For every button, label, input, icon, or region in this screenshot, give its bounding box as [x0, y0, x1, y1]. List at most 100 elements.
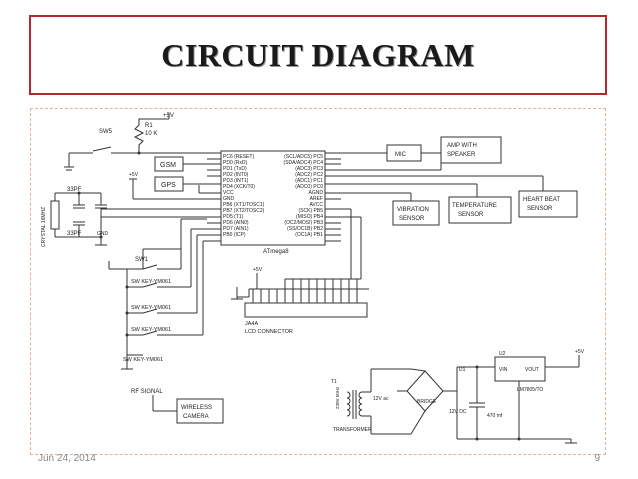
diode-label: D1 [459, 367, 466, 373]
cap-label: 470 mf [487, 413, 503, 419]
sw5-label: SW5 [99, 129, 113, 135]
regulator-vin: VIN [499, 367, 508, 373]
mcu-pin-right: (ADC1) PC1 [295, 178, 323, 184]
amp-box [440, 136, 502, 164]
rf-label: RF SIGNAL [131, 389, 163, 395]
output-vcc: +5V [575, 349, 585, 355]
transformer-secondary [358, 391, 363, 417]
mcu-pin-left: PB0 (ICP) [223, 232, 246, 238]
switch-key-label: SW KEY-YM061 [131, 279, 171, 285]
mcu-pin-left: PD7 (AIN1) [223, 226, 249, 232]
vibration-label-1: VIBRATION [397, 207, 429, 213]
junction [125, 333, 129, 337]
r1-value: 10 K [145, 131, 157, 137]
switch [142, 282, 158, 288]
crystal-label: CRYSTAL 16MHZ [41, 207, 47, 247]
mcu-pin-right: (SS/OC1B) PB2 [287, 226, 323, 232]
wire [410, 368, 426, 372]
secondary-label: 12V ac [373, 396, 389, 402]
title-box: CIRCUIT DIAGRAM [29, 15, 607, 95]
mcu-pin-left: PD2 (INT0) [223, 172, 249, 178]
amp-label-1: AMP WITH [447, 143, 477, 149]
circuit-schematic: SW5 R1 10 K +5V CRYSTAL 16MHZ 33PF 33PF … [30, 108, 606, 455]
junction [517, 437, 521, 441]
junction [125, 311, 129, 315]
regulator-vout: VOUT [525, 367, 539, 373]
r1-label: R1 [145, 123, 153, 129]
transformer-primary [346, 391, 351, 417]
mcu-pin-right: (SCL/ADC5) PC5 [284, 154, 323, 160]
wire [410, 410, 426, 435]
dc-label: 12V DC [449, 409, 467, 415]
temperature-label-2: SENSOR [458, 212, 484, 218]
mcu-pin-left: PB7 (XT2/TOSC2) [223, 208, 265, 214]
mcu-pin-right: (SCK) PB5 [299, 208, 324, 214]
heart-label-2: SENSOR [527, 206, 553, 212]
crystal-body [50, 200, 60, 230]
lcd-vcc-label: +5V [253, 267, 263, 273]
mcu-pin-left: PD6 (AIN0) [223, 220, 249, 226]
mcu-pin-left: PD3 (INT1) [223, 178, 249, 184]
gps-label: GPS [161, 182, 176, 189]
primary-label: 230V 50Hz [335, 386, 340, 409]
lcd-connector [244, 302, 368, 318]
mcu-pin-right: (OC2/MOSI) PB3 [284, 220, 323, 226]
sw1-label: SW1 [135, 257, 149, 263]
switch-sw5 [92, 146, 112, 152]
resistor-r1 [133, 118, 169, 153]
mcu-pin-right: AVCC [309, 202, 323, 208]
vibration-box [392, 200, 440, 226]
mcu-pin-left: VCC [223, 190, 234, 196]
regulator-ref: U2 [499, 351, 506, 357]
cap2-label: 33PF [67, 231, 82, 237]
mcu-pin-right: (SDA/ADC4) PC4 [284, 160, 324, 166]
mcu-pin-right: AGND [309, 190, 324, 196]
switch-key-label: SW KEY-YM061 [123, 357, 163, 363]
switch-key-label: SW KEY-YM061 [131, 305, 171, 311]
junction [475, 437, 479, 441]
mcu-body [220, 150, 326, 246]
mcu-pin-left: PD5 (T1) [223, 214, 244, 220]
mcu-pin-right: (OC1A) PB1 [295, 232, 323, 238]
footer-date: Jun 24, 2014 [38, 453, 96, 464]
amp-label-2: SPEAKER [447, 152, 476, 158]
bridge-rectifier [406, 370, 444, 412]
switch-key-label: SW KEY-YM061 [131, 327, 171, 333]
mcu-pin-left: GND [223, 196, 235, 202]
lcd-label: LCD CONNECTOR [245, 329, 293, 335]
mcu-pin-right: (MISO) PB4 [296, 214, 323, 220]
regulator-name: LM7805/TO [517, 387, 543, 393]
bridge-label: BRIDGE [417, 399, 437, 405]
vibration-label-2: SENSOR [399, 216, 425, 222]
mic-label: MIC [395, 152, 407, 158]
regulator-box [494, 356, 546, 382]
schematic-svg: SW5 R1 10 K +5V CRYSTAL 16MHZ 33PF 33PF … [41, 113, 585, 444]
mcu-pin-left: PC6 (RESET) [223, 154, 254, 160]
mcu-pin-right: (ADC2) PC2 [295, 172, 323, 178]
heart-label-1: HEART BEAT [523, 197, 560, 203]
mcu-pin-right: (ADC3) PC3 [295, 166, 323, 172]
junction [475, 365, 479, 369]
mcu-pin-right: (ADC0) PC0 [295, 184, 323, 190]
t1-label: T1 [331, 379, 337, 385]
cap1-label: 33PF [67, 187, 82, 193]
mcu-pin-left: PD0 (RxD) [223, 160, 248, 166]
gsm-label: GSM [160, 162, 176, 169]
camera-label-2: CAMERA [183, 414, 209, 420]
junction [125, 285, 129, 289]
switch [142, 330, 158, 336]
gnd-label: GND [97, 231, 109, 237]
junction [99, 235, 103, 239]
mcu-pin-left: PD1 (TxD) [223, 166, 247, 172]
slide-title: CIRCUIT DIAGRAM [161, 36, 475, 73]
switch [142, 308, 158, 314]
mcu-pin-left: PD4 (XCK/T0) [223, 184, 255, 190]
camera-label-1: WIRELESS [181, 405, 212, 411]
transformer-label: TRANSFORMER [333, 427, 372, 433]
vcc-top: +5V [163, 113, 174, 119]
page-number: 9 [594, 453, 600, 464]
junction [137, 151, 141, 155]
temperature-label-1: TEMPERATURE [452, 203, 497, 209]
temperature-box [448, 196, 512, 224]
mcu-vcc-label: +5V [129, 172, 139, 178]
